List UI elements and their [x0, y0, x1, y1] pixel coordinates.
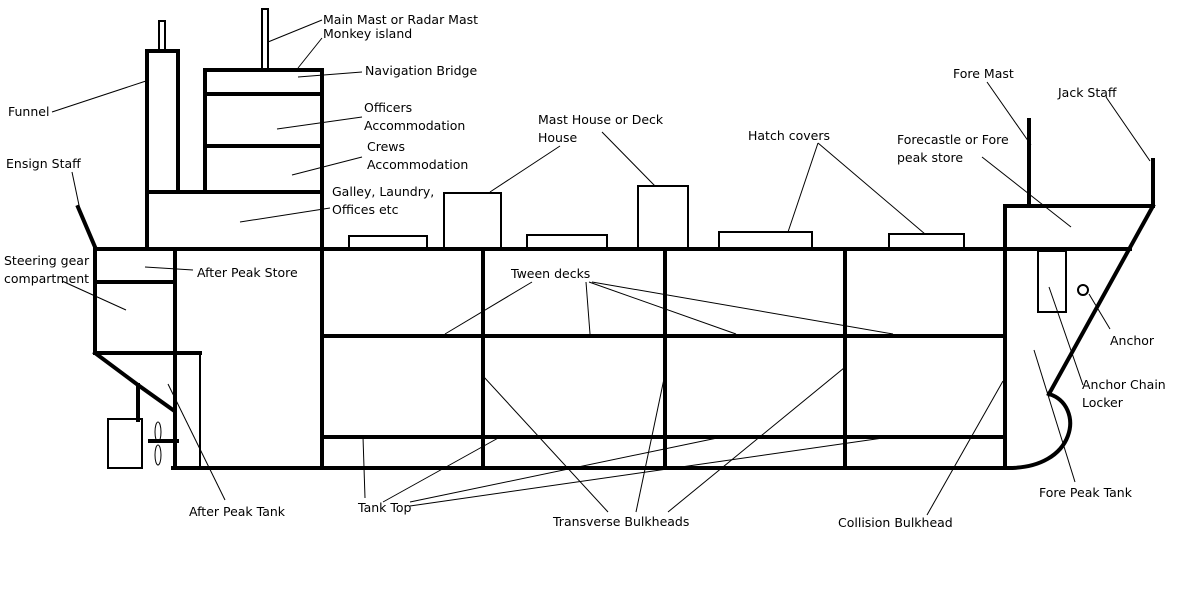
leader-steering	[61, 280, 127, 311]
bulbous-bow	[1002, 391, 1073, 471]
leader-galley	[239, 207, 331, 223]
funnel-top-pipe	[158, 20, 166, 52]
label-monkey-island: Monkey island	[323, 26, 412, 41]
leader-anchor-chain	[1048, 286, 1084, 386]
leader-tank-top-1	[362, 436, 366, 499]
label-after-peak-store: After Peak Store	[197, 265, 298, 280]
leader-transverse-1	[482, 375, 609, 513]
leader-after-peak-store	[144, 266, 194, 271]
leader-fore-mast	[986, 81, 1032, 146]
label-mast-house-1: Mast House or Deck	[538, 112, 664, 127]
leader-collision	[926, 380, 1004, 516]
stern	[75, 204, 202, 470]
label-transverse-bulkheads: Transverse Bulkheads	[552, 514, 689, 529]
label-anchor: Anchor	[1110, 333, 1155, 348]
leader-officers	[276, 116, 363, 130]
leader-jack-staff	[1105, 96, 1151, 162]
anchor-icon	[1077, 284, 1089, 296]
leader-tween-3	[588, 281, 737, 335]
label-collision-bulkhead: Collision Bulkhead	[838, 515, 953, 530]
deck-house-aft	[443, 192, 502, 250]
leader-tween-2	[585, 281, 591, 335]
leader-lines	[51, 19, 1151, 516]
propeller-blade-lower	[154, 444, 162, 466]
leader-mast-house-fwd	[601, 131, 656, 187]
leader-main-mast	[267, 19, 323, 43]
leader-crews	[291, 156, 363, 176]
label-ensign-staff: Ensign Staff	[6, 156, 81, 171]
leader-monkey-island	[297, 37, 323, 69]
label-anchor-chain-2: Locker	[1082, 395, 1124, 410]
labels: Main Mast or Radar Mast Monkey island Na…	[4, 12, 1166, 530]
funnel-shape	[145, 49, 180, 194]
leader-funnel	[51, 79, 150, 113]
leader-hatch-1	[787, 142, 819, 233]
hatch-cover-1	[348, 235, 428, 250]
hull	[93, 204, 1007, 470]
label-galley-2: Offices etc	[332, 202, 399, 217]
leader-hatch-2	[817, 142, 926, 235]
accommodation-block	[203, 68, 324, 194]
hatch-cover-2	[526, 234, 608, 250]
leader-tank-top-2	[382, 436, 501, 503]
label-steering-1: Steering gear	[4, 253, 90, 268]
label-mast-house-2: House	[538, 130, 577, 145]
leader-transverse-2	[635, 373, 666, 513]
leader-tween-4	[591, 281, 894, 335]
bow	[1002, 118, 1156, 471]
leader-tween-1	[444, 281, 533, 335]
galley-block	[145, 190, 324, 251]
label-fore-peak-tank: Fore Peak Tank	[1039, 485, 1133, 500]
leader-mast-house-aft	[489, 145, 561, 193]
label-officers-1: Officers	[364, 100, 412, 115]
anchor-chain-locker-shape	[1037, 250, 1067, 313]
label-navigation-bridge: Navigation Bridge	[365, 63, 477, 78]
main-mast-shape	[261, 8, 269, 70]
label-anchor-chain-1: Anchor Chain	[1082, 377, 1166, 392]
leader-tank-top-3	[409, 436, 723, 503]
ensign-staff-shape	[75, 204, 98, 250]
stern-counter	[92, 350, 176, 413]
deck-house-fwd	[637, 185, 689, 250]
propeller-blade-upper	[154, 421, 162, 443]
label-crews-2: Accommodation	[367, 157, 468, 172]
leader-ensign-staff	[71, 171, 81, 211]
label-galley-1: Galley, Laundry,	[332, 184, 434, 199]
hatch-cover-3	[718, 231, 813, 250]
label-fore-mast: Fore Mast	[953, 66, 1014, 81]
stem	[1046, 203, 1156, 397]
label-forecastle-2: peak store	[897, 150, 963, 165]
hatch-cover-4	[888, 233, 965, 250]
label-steering-2: compartment	[4, 271, 89, 286]
label-crews-1: Crews	[367, 139, 405, 154]
leader-navigation-bridge	[297, 71, 363, 78]
deck-fittings	[348, 185, 965, 250]
label-main-mast: Main Mast or Radar Mast	[323, 12, 478, 27]
label-tween-decks: Tween decks	[510, 266, 590, 281]
label-jack-staff: Jack Staff	[1057, 85, 1117, 100]
label-officers-2: Accommodation	[364, 118, 465, 133]
leader-anchor	[1088, 293, 1111, 330]
label-funnel: Funnel	[8, 104, 49, 119]
leader-fore-peak-tank	[1033, 349, 1076, 483]
rudder	[107, 418, 143, 469]
leader-after-peak-tank	[167, 383, 226, 501]
label-forecastle-1: Forecastle or Fore	[897, 132, 1009, 147]
leader-forecastle	[981, 156, 1072, 228]
leader-transverse-3	[667, 367, 845, 513]
label-tank-top: Tank Top	[357, 500, 412, 515]
label-hatch-covers: Hatch covers	[748, 128, 830, 143]
leader-tank-top-4	[409, 436, 891, 507]
label-after-peak-tank: After Peak Tank	[189, 504, 286, 519]
